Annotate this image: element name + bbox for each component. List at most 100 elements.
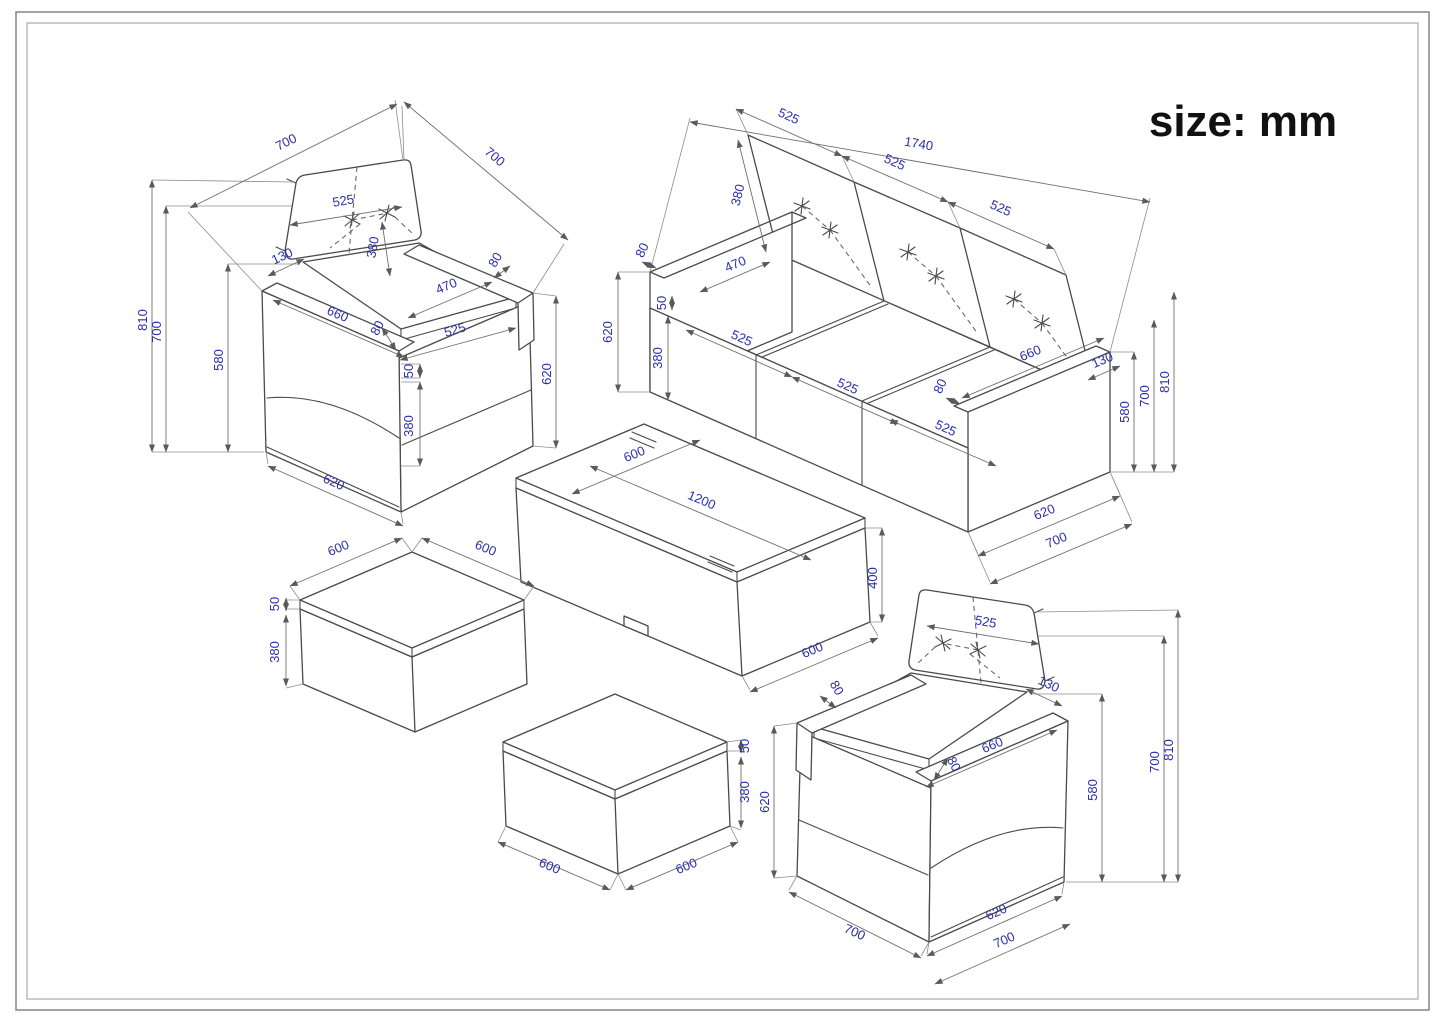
dim-label-380: 380 (737, 781, 752, 803)
outer-border (15, 11, 1430, 1011)
dim-label-50: 50 (654, 296, 669, 310)
dim-line (926, 624, 1040, 646)
cushion-edges (502, 741, 728, 800)
dim-line (735, 108, 843, 157)
dim-label-525-back: 525 (974, 612, 998, 631)
dim-line (889, 419, 997, 467)
dim-label-810: 810 (135, 309, 150, 331)
dim-line (267, 258, 305, 277)
dim-label-80-right-arm: 80 (930, 376, 950, 395)
dim-line (947, 201, 1055, 250)
table-lid-edges (515, 477, 866, 583)
dim-line (421, 537, 535, 587)
dim-label-600-right: 600 (673, 855, 699, 877)
inner-border (26, 22, 1419, 1000)
side-face-seam (401, 389, 532, 446)
dim-label-380-base: 380 (650, 347, 665, 369)
table-handle (623, 615, 649, 637)
dim-line (736, 139, 768, 253)
dim-label-600-left: 600 (325, 537, 351, 559)
seat-seams (755, 300, 995, 405)
dim-line (791, 376, 899, 425)
dim-label-525-seat: 525 (442, 319, 467, 339)
dim-label-400: 400 (865, 567, 880, 589)
dim-label-700-height: 700 (149, 321, 164, 343)
dim-label-80-back: 80 (827, 678, 847, 698)
dim-label-810: 810 (1157, 371, 1172, 393)
dim-label-580: 580 (1085, 779, 1100, 801)
dim-label-525-back-left: 525 (776, 105, 802, 128)
dim-line (699, 261, 771, 293)
dim-line (1025, 688, 1063, 707)
extension-lines (497, 739, 742, 891)
back-cushion-edge (1033, 608, 1055, 682)
dim-line (380, 221, 392, 277)
dim-label-700-top-left: 700 (273, 130, 299, 153)
dim-label-525-back-right: 525 (988, 197, 1014, 220)
dim-label-80-arm: 80 (944, 754, 964, 774)
tufting-lines (801, 205, 1085, 382)
dim-line (493, 265, 511, 279)
armchair-top-left: 700 700 525 380 130 470 525 80 660 80 81… (135, 99, 569, 527)
dim-line (497, 841, 611, 891)
dim-label-620-side: 620 (539, 363, 554, 385)
dim-label-50: 50 (737, 739, 752, 753)
dim-line (289, 205, 403, 227)
extension-lines (741, 527, 882, 691)
dim-line (934, 923, 1071, 985)
dim-line (788, 891, 922, 959)
dim-label-620-side: 620 (757, 791, 772, 813)
ottoman-left: 600 600 50 380 (267, 537, 535, 733)
dim-label-50: 50 (267, 597, 282, 611)
dim-line (841, 155, 949, 203)
dim-line (403, 101, 569, 241)
dim-label-80-right-arm: 80 (485, 250, 505, 270)
ottoman-center: 50 380 600 600 (497, 693, 752, 891)
dim-label-380-base: 380 (401, 415, 416, 437)
dim-label-50: 50 (401, 364, 416, 378)
dim-label-525-back: 525 (331, 191, 355, 210)
back-cushion (908, 589, 1046, 690)
ottoman-base (299, 608, 528, 733)
dim-line (749, 637, 879, 693)
dim-label-80-left-arm: 80 (367, 318, 387, 338)
dim-label-80-left-arm: 80 (632, 240, 652, 259)
tufting-lines (915, 596, 1001, 684)
dim-label-700-bottom-left: 700 (842, 921, 868, 944)
dim-label-130: 130 (1036, 673, 1062, 696)
dim-label-380-back: 380 (363, 235, 382, 259)
dim-line (989, 523, 1133, 585)
dim-label-620-side: 620 (600, 321, 615, 343)
dim-label-580: 580 (1117, 401, 1132, 423)
dim-label-580: 580 (211, 349, 226, 371)
dim-line (641, 261, 657, 269)
dim-label-700-top-right: 700 (482, 144, 508, 169)
dim-line (189, 103, 398, 209)
extension-lines (285, 537, 535, 689)
sofa-three-seat: 1740 525 525 525 380 80 620 50 470 525 3… (600, 105, 1178, 585)
dim-label-380-back: 380 (728, 183, 748, 208)
dim-line (267, 465, 404, 527)
dim-label-700-height: 700 (1147, 751, 1162, 773)
dim-label-700-bottom-right: 700 (991, 929, 1017, 952)
dim-label-810: 810 (1161, 739, 1176, 761)
dim-label-600-right: 600 (473, 537, 499, 559)
dim-label-525-back-mid: 525 (882, 151, 908, 174)
dim-line (407, 281, 493, 319)
back-cushion (284, 159, 422, 260)
dim-line (381, 327, 397, 351)
side-face-seam (798, 819, 929, 876)
cushion-edges (299, 599, 525, 658)
extension-lines (151, 99, 565, 525)
dim-line (945, 397, 961, 405)
dim-label-700-bottom: 700 (1043, 529, 1069, 551)
dim-line (625, 841, 739, 891)
dim-line (289, 537, 403, 587)
dim-label-600-left: 600 (537, 855, 563, 877)
armchair-bottom-right: 80 525 130 660 80 620 810 700 580 620 70… (757, 589, 1182, 985)
dim-line (685, 329, 793, 378)
dim-line (819, 695, 837, 709)
coffee-table: 600 1200 400 600 (515, 423, 886, 693)
page-title: size: mm (1149, 97, 1337, 146)
